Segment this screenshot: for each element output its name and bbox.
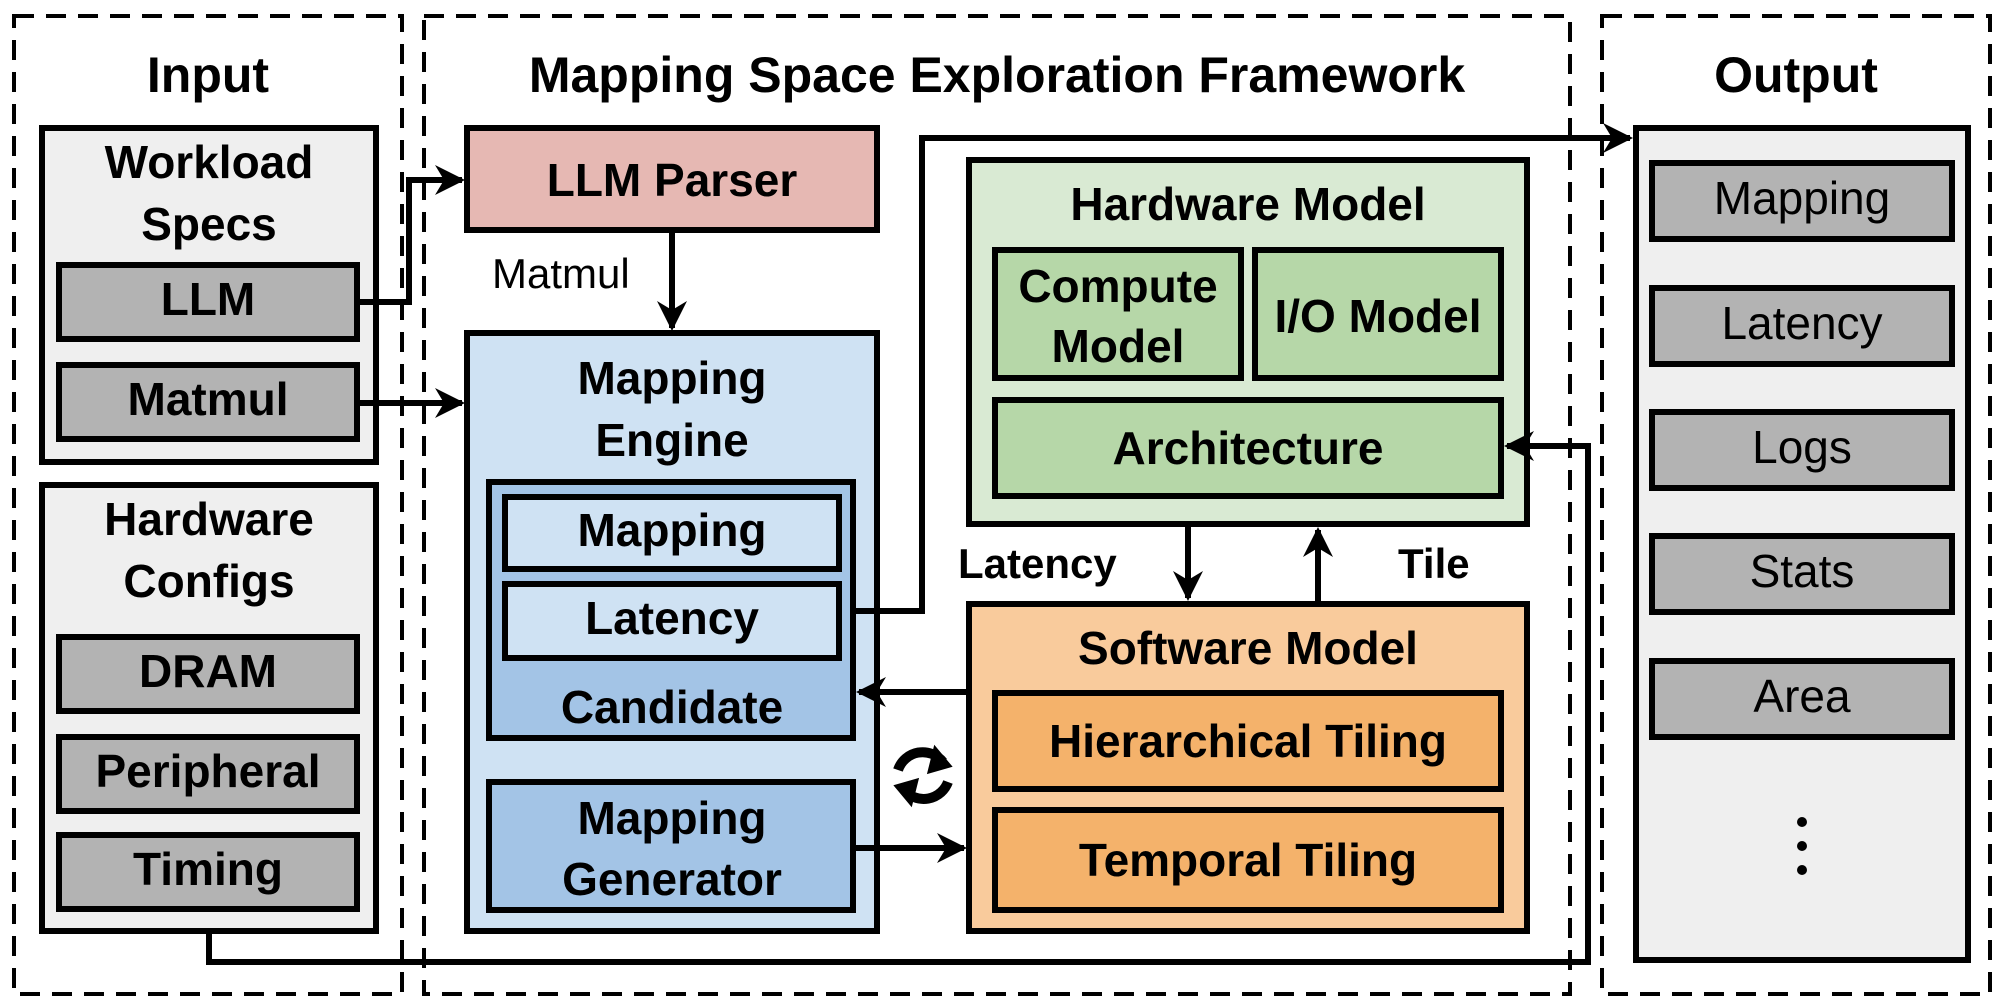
workload-item-llm-label: LLM: [161, 273, 256, 325]
software-model-title: Software Model: [1078, 622, 1418, 674]
hardware-item-peripheral: [56, 734, 360, 814]
workload-item-llm: [56, 262, 360, 342]
arrow-candidate-to-output: [853, 123, 1633, 614]
llm-parser-box: [464, 125, 880, 233]
hardware-configs-title-l2: Configs: [123, 555, 294, 607]
vertical-ellipsis-icon: [1797, 817, 1807, 875]
hardware-item-timing-label: Timing: [133, 843, 283, 895]
architecture-box: [992, 397, 1504, 499]
output-item-stats: [1649, 533, 1955, 615]
latency-edge-label: Latency: [958, 540, 1117, 587]
mapping-engine-title-l2: Engine: [595, 414, 748, 466]
input-frame: [12, 14, 404, 996]
hierarchical-tiling-box: [992, 690, 1504, 792]
input-title: Input: [147, 47, 270, 103]
tile-edge-label: Tile: [1398, 540, 1470, 587]
candidate-item-mapping-label: Mapping: [577, 504, 766, 556]
io-model-box: [1252, 247, 1504, 381]
arrow-llm-to-parser: [357, 165, 465, 305]
llm-parser-label: LLM Parser: [547, 154, 798, 206]
mapping-engine-title-l1: Mapping: [577, 352, 766, 404]
candidate-item-latency-label: Latency: [585, 592, 759, 644]
hierarchical-tiling-label: Hierarchical Tiling: [1049, 715, 1447, 767]
hardware-item-dram-label: DRAM: [139, 645, 277, 697]
framework-title: Mapping Space Exploration Framework: [529, 47, 1465, 103]
temporal-tiling-box: [992, 807, 1504, 913]
compute-model-label-l1: Compute: [1018, 260, 1217, 312]
output-item-mapping-label: Mapping: [1714, 172, 1890, 224]
hardware-configs-title-l1: Hardware: [104, 493, 314, 545]
workload-item-matmul: [56, 362, 360, 442]
mapping-generator-box: [486, 779, 856, 913]
io-model-label: I/O Model: [1275, 290, 1482, 342]
hardware-item-peripheral-label: Peripheral: [96, 745, 321, 797]
mapping-generator-label-l1: Mapping: [577, 792, 766, 844]
mapping-generator-label-l2: Generator: [562, 853, 782, 905]
output-item-latency: [1649, 285, 1955, 367]
output-title: Output: [1714, 47, 1878, 103]
compute-model-label-l2: Model: [1052, 320, 1185, 372]
output-item-mapping: [1649, 160, 1955, 242]
output-item-logs-label: Logs: [1752, 421, 1852, 473]
architecture-label: Architecture: [1113, 422, 1384, 474]
candidate-item-latency: [502, 581, 842, 661]
output-item-stats-label: Stats: [1750, 545, 1855, 597]
output-item-area: [1649, 658, 1955, 740]
output-item-logs: [1649, 409, 1955, 491]
hardware-item-dram: [56, 634, 360, 714]
framework-frame: [422, 14, 1572, 996]
candidate-item-mapping: [502, 494, 842, 572]
hardware-model-title: Hardware Model: [1070, 178, 1425, 230]
output-item-latency-label: Latency: [1721, 297, 1882, 349]
output-item-area-label: Area: [1753, 670, 1851, 722]
candidate-label: Candidate: [561, 681, 783, 733]
output-frame: [1600, 14, 1992, 996]
refresh-icon: [893, 744, 953, 808]
workload-item-matmul-label: Matmul: [128, 373, 289, 425]
workload-specs-title-l1: Workload: [105, 136, 314, 188]
workload-specs-title-l2: Specs: [141, 198, 277, 250]
temporal-tiling-label: Temporal Tiling: [1079, 834, 1417, 886]
arrow-configs-to-architecture: [206, 431, 1591, 965]
hardware-item-timing: [56, 832, 360, 912]
matmul-edge-label: Matmul: [492, 250, 630, 297]
compute-model-box: [992, 247, 1244, 381]
